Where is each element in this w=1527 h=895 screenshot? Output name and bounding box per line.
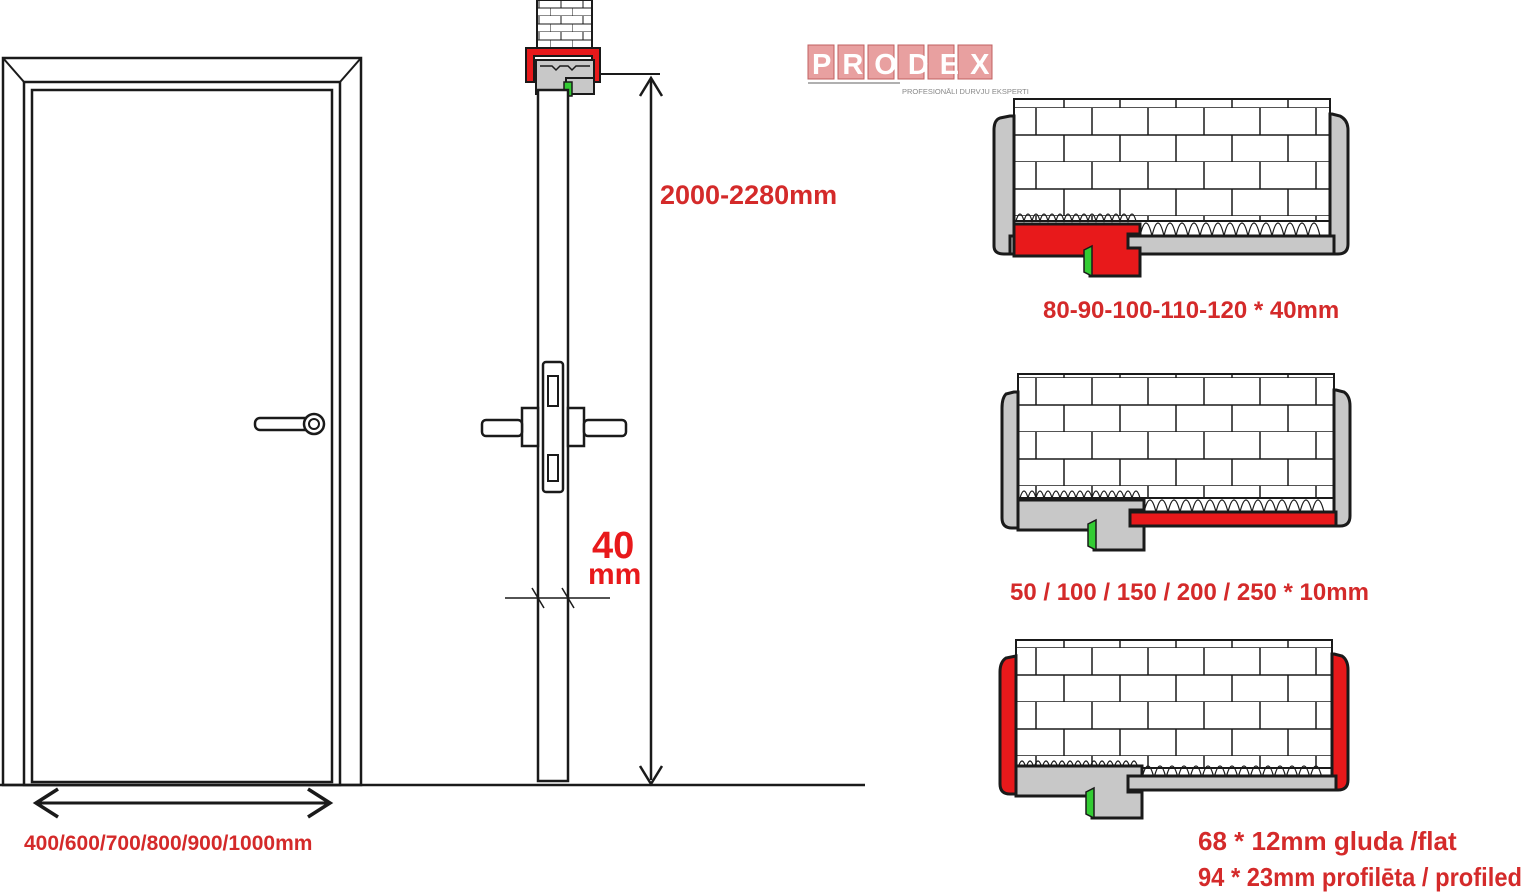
prodex-logo: PRODEX PROFESIONĀLI DURVJU EKSPERTI: [807, 44, 1029, 96]
side-handle-icon: [480, 406, 628, 448]
profile-3-insulation: [1017, 760, 1323, 779]
thickness-dimension: [505, 587, 610, 609]
profile-1-red-frame: [1012, 222, 1142, 278]
profile-2-red-bar: [1128, 510, 1338, 528]
profile-3-gray-frame: [1014, 764, 1144, 820]
door-leaf: [30, 88, 334, 784]
profile-3-bottom-bar: [1124, 774, 1338, 792]
frame-3-label-line2: 94 * 23mm profilēta / profiled: [1198, 862, 1522, 892]
profile-1-right-casing: [1328, 112, 1350, 256]
profile-1-left-casing: [992, 114, 1016, 256]
profile-1-seal: [1083, 244, 1093, 278]
profile-3-right-casing: [1330, 652, 1350, 792]
profile-2-gray-frame: [1016, 498, 1146, 552]
profile-1-insulation: [1015, 213, 1321, 237]
thickness-unit-label: mm: [588, 558, 641, 591]
profile-3-wall: [1015, 639, 1333, 769]
frame-1-label: 80-90-100-110-120 * 40mm: [1043, 297, 1339, 324]
frame-profile-3: [998, 639, 1350, 820]
profile-2-right-casing: [1332, 388, 1352, 528]
profile-3-left-casing: [998, 654, 1018, 796]
lock-bolt: [547, 454, 559, 482]
thickness-value-label: 40: [592, 525, 634, 567]
profile-1-wall: [1013, 98, 1331, 222]
logo-letters: [807, 44, 993, 80]
frame-3-label-line1: 68 * 12mm gluda /flat: [1198, 826, 1457, 856]
lock-latch: [547, 375, 559, 407]
door-handle-icon: [253, 412, 326, 436]
profile-2-wall: [1017, 373, 1335, 499]
logo-text: PRODEX: [812, 49, 1000, 81]
frame-profile-1: [992, 98, 1350, 278]
profile-2-seal: [1087, 518, 1097, 552]
height-dimension-arrow: [600, 73, 664, 787]
logo-tagline: PROFESIONĀLI DURVJU EKSPERTI: [902, 87, 1029, 96]
wall-bricks-top: [536, 0, 593, 49]
door-front-view: [1, 56, 363, 787]
width-dimension-arrow: [32, 787, 334, 819]
frame-profile-2: [1000, 373, 1352, 552]
profile-3-seal: [1085, 786, 1095, 820]
door-height-label: 2000-2280mm: [660, 180, 837, 210]
profile-2-insulation: [1019, 490, 1325, 513]
door-side-view: [480, 0, 628, 783]
door-width-label: 400/600/700/800/900/1000mm: [24, 832, 312, 855]
frame-2-label: 50 / 100 / 150 / 200 / 250 * 10mm: [1010, 579, 1369, 606]
profile-2-left-casing: [1000, 390, 1020, 530]
